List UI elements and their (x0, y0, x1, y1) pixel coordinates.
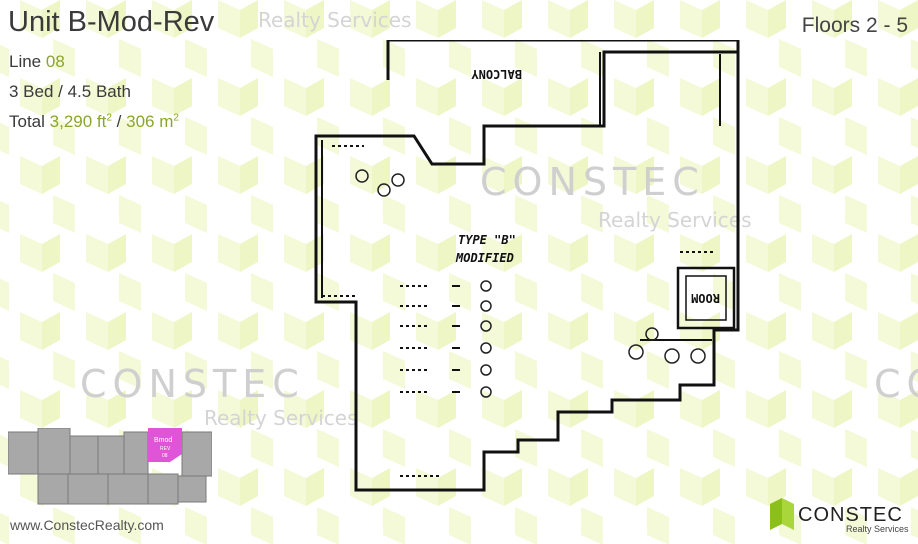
constec-logo-icon (770, 498, 794, 530)
line-value: 08 (45, 52, 65, 71)
total-label: Total (9, 112, 45, 131)
total-area: Total 3,290 ft2 / 306 m2 (9, 112, 179, 131)
bed-bath: 3 Bed / 4.5 Bath (9, 82, 131, 101)
line-label: Line (9, 52, 42, 71)
m-sup: 2 (173, 112, 179, 124)
keyplan-sub: REV (160, 446, 171, 452)
keyplan-highlight (148, 428, 182, 462)
key-plan: Bmod REV 08 (8, 428, 212, 505)
unit-title: Unit B-Mod-Rev (8, 6, 215, 38)
brand-logo: CONSTEC Realty Services (768, 496, 913, 536)
plan-type-label: TYPE "B" (458, 233, 516, 247)
keyplan-line: 08 (162, 453, 168, 459)
watermark-brand: CONSTEC (80, 362, 305, 406)
watermark-brand: CONSTEC (874, 362, 918, 406)
plan-modified-label: MODIFIED (455, 251, 514, 265)
floors-label: Floors 2 - 5 (801, 14, 908, 37)
watermark-sub: Realty Services (204, 406, 358, 430)
plan-room-label: ROOM (691, 291, 720, 305)
watermark-sub: Realty Services (598, 208, 752, 232)
total-ft: 3,290 ft (49, 112, 107, 131)
ft-sup: 2 (106, 112, 112, 124)
floor-plan: TYPE "B" MODIFIED BALCONY ROOM (314, 40, 740, 492)
total-m: 306 m (126, 112, 174, 131)
brand-name: CONSTEC (798, 504, 903, 526)
keyplan-label: Bmod (154, 437, 172, 444)
plan-outline (314, 40, 740, 492)
brand-sub: Realty Services (846, 524, 909, 534)
watermark-brand: CONSTEC (480, 160, 705, 204)
website-link[interactable]: www.ConstecRealty.com (10, 517, 164, 533)
line-info: Line 08 (9, 52, 65, 72)
watermark-sub: Realty Services (258, 8, 412, 32)
plan-balcony-label: BALCONY (471, 67, 522, 81)
